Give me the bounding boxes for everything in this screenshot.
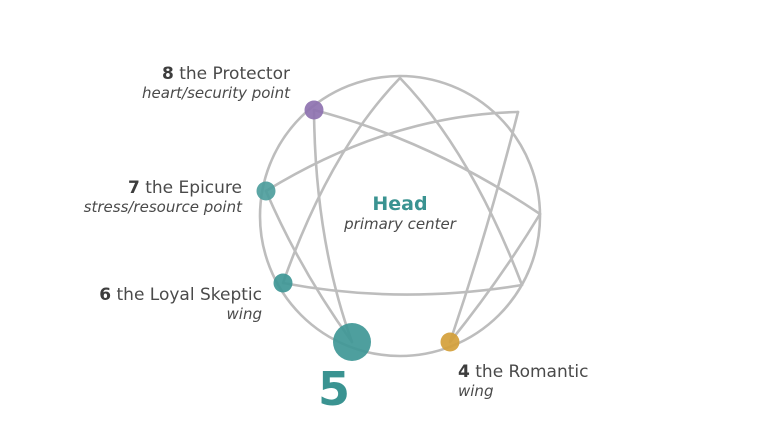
point-4-name: the Romantic xyxy=(475,362,589,382)
center-title: Head xyxy=(372,193,428,215)
point-4-role: wing xyxy=(458,382,494,400)
center-label: Head primary center xyxy=(330,193,470,233)
point-8-number: 8 xyxy=(161,64,174,84)
point-8-dot[interactable] xyxy=(304,100,324,120)
line-5-7 xyxy=(264,189,354,344)
point-6-role: wing xyxy=(226,305,262,323)
line-7-1 xyxy=(264,110,520,193)
point-8-name: the Protector xyxy=(179,64,290,84)
main-type-number: 5 xyxy=(318,362,351,416)
point-7-number: 7 xyxy=(127,178,140,198)
line-2-8 xyxy=(312,108,542,216)
point-6-name: the Loyal Skeptic xyxy=(116,285,263,305)
point-7-dot[interactable] xyxy=(256,181,276,201)
center-subtitle: primary center xyxy=(344,215,456,233)
label-point-4: 4 the Romantic wing xyxy=(458,362,678,400)
point-7-name: the Epicure xyxy=(145,178,242,198)
label-point-6: 6 the Loyal Skeptic wing xyxy=(40,285,262,323)
label-point-8: 8 the Protector heart/security point xyxy=(90,64,290,102)
point-7-role: stress/resource point xyxy=(83,198,242,216)
line-8-5 xyxy=(312,108,354,344)
point-5-dot[interactable] xyxy=(333,323,371,361)
line-4-2 xyxy=(448,212,542,344)
line-9-3 xyxy=(398,76,524,287)
line-6-9 xyxy=(281,76,402,285)
point-6-dot[interactable] xyxy=(273,273,293,293)
point-4-number: 4 xyxy=(458,362,470,382)
line-1-4 xyxy=(448,110,520,344)
point-4-dot[interactable] xyxy=(440,332,460,352)
point-8-role: heart/security point xyxy=(142,84,290,102)
label-point-7: 7 the Epicure stress/resource point xyxy=(40,178,242,216)
point-6-number: 6 xyxy=(99,285,112,305)
